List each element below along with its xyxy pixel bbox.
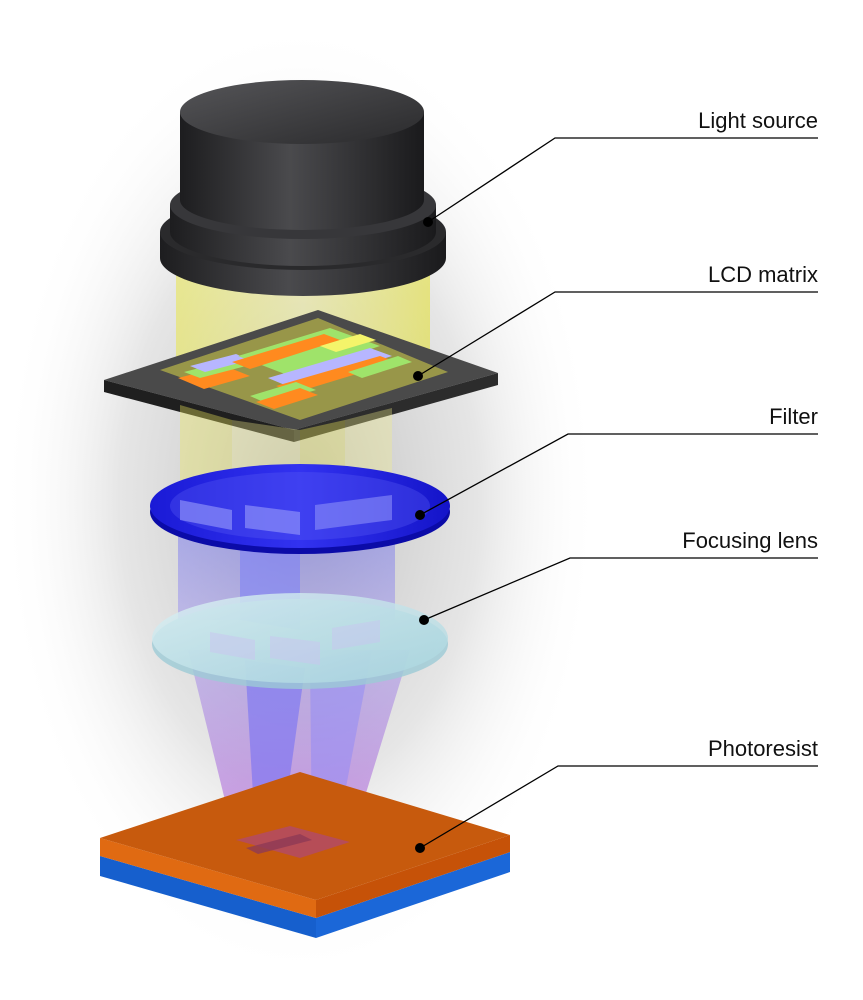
label-lcd-matrix: LCD matrix — [708, 262, 818, 287]
label-focusing-lens: Focusing lens — [682, 528, 818, 553]
focusing-lens — [152, 593, 448, 689]
light-source — [160, 80, 446, 296]
filter-disc — [150, 464, 450, 554]
label-light-source: Light source — [698, 108, 818, 133]
lcd-pixel-pattern — [178, 328, 412, 409]
label-filter: Filter — [769, 404, 818, 429]
leader-dots — [413, 217, 433, 853]
leader-lines — [417, 137, 818, 849]
lcd-matrix — [104, 310, 498, 442]
photoresist-stack — [100, 772, 510, 938]
label-photoresist: Photoresist — [708, 736, 818, 761]
